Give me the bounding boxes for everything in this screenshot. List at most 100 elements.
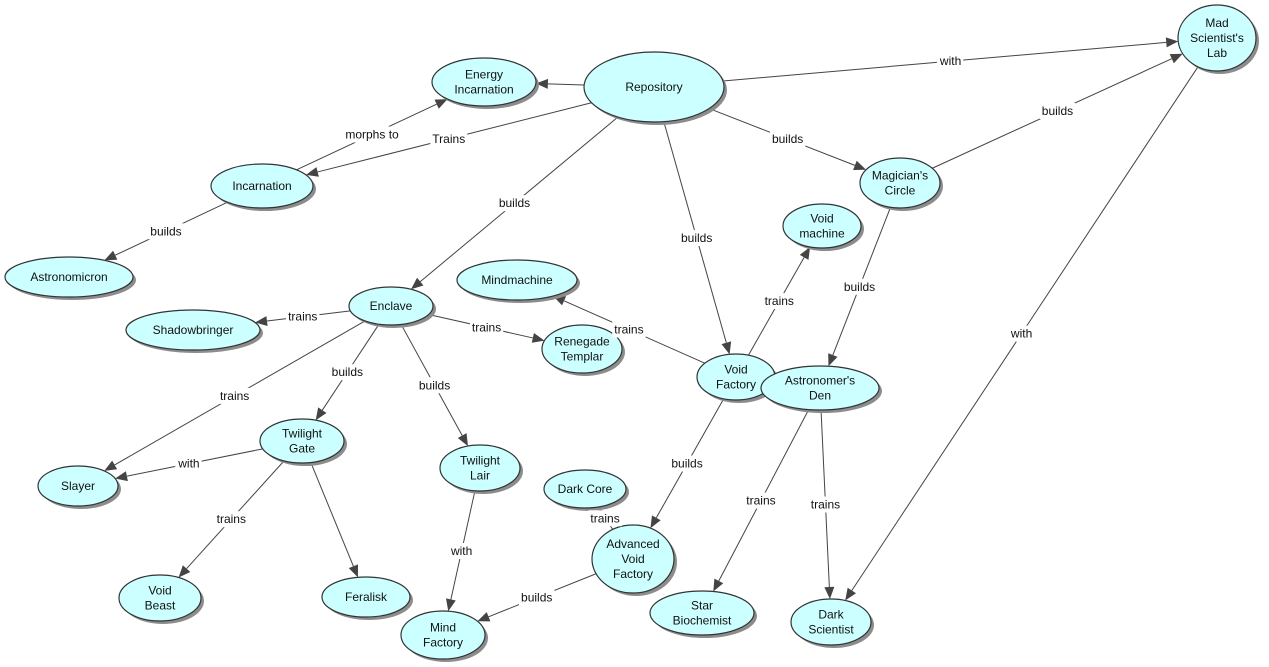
arrow-head-icon [115,471,128,482]
node-ellipse[interactable] [439,444,521,492]
edge-label-background [841,278,878,295]
node-label: Biochemist [673,614,732,628]
edge-label-twilight-gate-to-void-beast: trains [214,511,248,528]
edge-label: trains [217,512,246,526]
node-label: Enclave [370,299,413,313]
edge-label: trains [811,498,840,512]
edge-label-background [343,126,402,143]
node-dark-core[interactable]: Dark Core [543,469,629,511]
node-ellipse[interactable] [649,590,755,636]
node-ellipse[interactable] [4,256,134,298]
node-ellipse[interactable] [591,524,675,594]
node-ellipse[interactable] [400,610,486,660]
arrow-head-icon [457,433,468,447]
edge-repository-to-energy-incarnation [535,78,585,89]
arrow-head-icon [477,612,491,622]
edge-label-repository-to-magicians-circle: builds [769,131,806,148]
edge-label-background [519,589,555,606]
edge-label: with [177,457,199,471]
node-ellipse[interactable] [543,469,627,509]
node-astronomicron[interactable]: Astronomicron [4,256,136,300]
node-enclave[interactable]: Enclave [348,286,436,328]
node-ellipse[interactable] [348,286,434,326]
node-label: Energy [465,68,503,82]
edge-label-enclave-to-twilight-lair: builds [416,377,453,394]
node-ellipse[interactable] [321,576,411,618]
arrow-head-icon [845,587,856,601]
edge-label-background [679,229,715,246]
node-label: Void [148,584,171,598]
edge-label-repository-to-incarnation: Trains [430,130,468,147]
arrow-head-icon [853,160,867,171]
node-ellipse[interactable] [125,309,261,351]
node-label: Mind [430,621,456,635]
node-incarnation[interactable]: Incarnation [210,163,316,211]
node-label: Repository [625,80,682,94]
edge-label-background [148,223,184,240]
node-ellipse[interactable] [541,324,623,374]
node-label: Templar [561,350,604,364]
arrow-head-icon [434,99,448,109]
node-slayer[interactable]: Slayer [37,465,121,509]
node-ellipse[interactable] [431,57,537,107]
node-label: Twilight [460,454,501,468]
node-ellipse[interactable] [583,51,725,123]
edge-label: with [1010,327,1032,341]
node-label: Void [724,363,747,377]
node-ellipse[interactable] [456,259,578,301]
node-feralisk[interactable]: Feralisk [321,576,413,620]
edge-line [547,83,585,86]
node-label: Star [691,599,713,613]
node-ellipse[interactable] [790,598,872,646]
arrow-head-icon [713,578,724,592]
arrow-head-icon [650,515,661,529]
node-ellipse[interactable] [37,465,119,507]
node-ellipse[interactable] [259,418,345,464]
node-ellipse[interactable] [210,163,314,209]
edge-label-mad-scientists-lab-to-dark-scientist: with [1007,325,1035,342]
arrow-head-icon [824,586,835,600]
edge-label: Trains [432,132,465,146]
edge-label-background [286,308,320,325]
node-label: Scientist's [1190,31,1244,45]
node-ellipse[interactable] [782,203,862,249]
edge-label-background [469,319,504,336]
edge-twilight-gate-to-feralisk [310,462,359,578]
arrow-head-icon [348,564,359,578]
edge-label: builds [419,378,450,392]
edge-label: builds [150,224,181,238]
arrow-head-icon [721,341,732,355]
arrow-head-icon [315,407,327,421]
arrow-head-icon [1169,53,1183,64]
arrow-head-icon [531,333,545,343]
node-ellipse[interactable] [859,157,941,209]
edge-label-void-factory-to-mindmachine: trains [612,321,646,338]
edge-label-repository-to-mad-scientists-lab: with [936,53,964,70]
node-ellipse[interactable] [118,574,202,622]
node-mindmachine[interactable]: Mindmachine [456,259,580,303]
arrow-head-icon [255,316,268,326]
node-ellipse[interactable] [760,365,880,411]
node-shadowbringer[interactable]: Shadowbringer [125,309,263,353]
edge-label-repository-to-enclave: builds [496,195,533,212]
node-repository[interactable]: Repository [583,51,727,125]
node-ellipse[interactable] [1177,4,1257,72]
arrow-head-icon [178,565,191,578]
node-label: Lab [1207,46,1227,60]
edge-label: trains [765,294,794,308]
edge-label-astronomers-den-to-star-biochemist: trains [744,492,778,509]
